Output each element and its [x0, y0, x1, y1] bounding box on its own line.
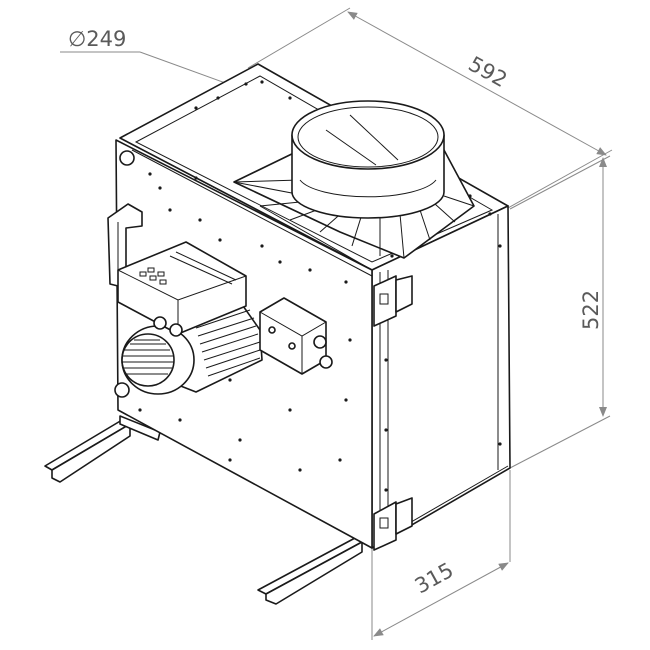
motor [117, 241, 263, 395]
height-label: 522 [579, 290, 603, 330]
inlet-cone [233, 100, 475, 271]
depth-label: 315 [411, 558, 458, 598]
dimension-lines [60, 7, 613, 640]
corner-bolts [114, 150, 135, 398]
junction-box [259, 297, 333, 375]
hinges [373, 275, 413, 551]
rivets [138, 80, 502, 492]
motor-terminal-box [117, 241, 247, 335]
diameter-label: ∅249 [68, 27, 126, 51]
width-label: 592 [464, 52, 511, 92]
support-rails [44, 415, 363, 605]
inlet-collar [291, 100, 445, 170]
